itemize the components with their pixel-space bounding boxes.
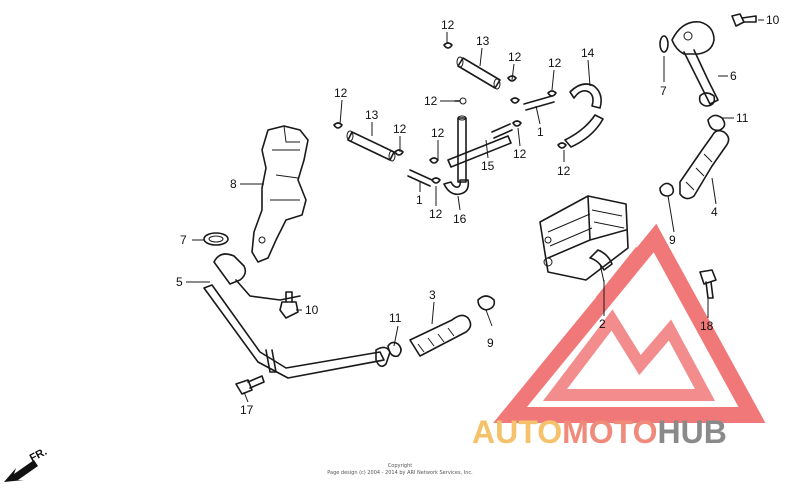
front-direction-indicator: FR. (4, 446, 49, 482)
part-7-oring-right (659, 35, 669, 53)
part-6-pipe (671, 21, 719, 107)
callout-11[interactable]: 11 (389, 311, 402, 325)
callout-13[interactable]: 13 (365, 108, 379, 122)
callout-7[interactable]: 7 (180, 233, 187, 247)
part-5-pipe (203, 253, 391, 379)
callout-15[interactable]: 15 (481, 159, 495, 173)
callout-numbers: 12 13 12 14 12 7 10 6 12 12 13 12 1 12 1… (176, 13, 780, 417)
callout-18[interactable]: 18 (700, 319, 714, 333)
callout-13[interactable]: 13 (476, 34, 490, 48)
part-1-connectors (407, 95, 555, 187)
callout-2[interactable]: 2 (599, 317, 606, 331)
copyright-title: Copyright (388, 463, 412, 469)
arrow-down-left-icon (4, 460, 38, 482)
svg-text:AUTOMOTOHUB: AUTOMOTOHUB (472, 414, 727, 450)
part-2-valve-body (539, 195, 629, 283)
callout-12[interactable]: 12 (431, 126, 445, 140)
callout-12[interactable]: 12 (424, 94, 438, 108)
callout-12[interactable]: 12 (513, 147, 527, 161)
callout-7[interactable]: 7 (660, 84, 667, 98)
callout-12[interactable]: 12 (548, 56, 562, 70)
callout-12[interactable]: 12 (557, 164, 571, 178)
callout-11[interactable]: 11 (736, 111, 749, 125)
part-3-hose (387, 295, 496, 358)
callout-12[interactable]: 12 (393, 122, 407, 136)
part-7-oring-left (203, 232, 229, 246)
callout-3[interactable]: 3 (429, 288, 436, 302)
watermark-word-hub: HUB (657, 414, 726, 450)
callout-12[interactable]: 12 (334, 86, 348, 100)
watermark-word-moto: MOTO (562, 414, 657, 450)
watermark-logo (493, 223, 766, 423)
part-8-bracket (251, 125, 309, 263)
callout-17[interactable]: 17 (240, 403, 254, 417)
callout-8[interactable]: 8 (230, 177, 237, 191)
callout-12[interactable]: 12 (429, 207, 443, 221)
part-14 (564, 83, 604, 148)
copyright-line: Page design (c) 2004 - 2014 by ARI Netwo… (327, 470, 473, 476)
callout-4[interactable]: 4 (711, 205, 718, 219)
watermark-word-auto: AUTO (472, 414, 562, 450)
part-13-lower (346, 130, 396, 162)
part-18-bolt (699, 269, 717, 299)
watermark-text: AUTOMOTOHUB (472, 414, 727, 450)
callout-9[interactable]: 9 (487, 336, 494, 350)
part-11-clamp-right (707, 114, 726, 132)
part-10-bolt-upper (731, 13, 757, 27)
callout-9[interactable]: 9 (669, 233, 676, 247)
copyright-notice: Copyright Page design (c) 2004 - 2014 by… (327, 463, 473, 476)
callout-5[interactable]: 5 (176, 275, 183, 289)
callout-6[interactable]: 6 (730, 69, 737, 83)
part-17-bolt (235, 375, 265, 395)
callout-12[interactable]: 12 (508, 50, 522, 64)
callout-16[interactable]: 16 (453, 212, 467, 226)
callout-10[interactable]: 10 (766, 13, 780, 27)
direction-label: FR. (28, 446, 49, 465)
callout-1[interactable]: 1 (537, 125, 544, 139)
leader-lines (186, 19, 764, 403)
part-4-hose (659, 129, 730, 200)
callout-12[interactable]: 12 (441, 18, 455, 32)
part-13-upper (456, 56, 501, 90)
part-15-16 (443, 115, 512, 196)
clamps-12 (333, 42, 567, 184)
callout-14[interactable]: 14 (581, 46, 595, 60)
callout-1[interactable]: 1 (416, 193, 423, 207)
callout-10[interactable]: 10 (305, 303, 319, 317)
part-10-bolt-lower (279, 291, 299, 319)
